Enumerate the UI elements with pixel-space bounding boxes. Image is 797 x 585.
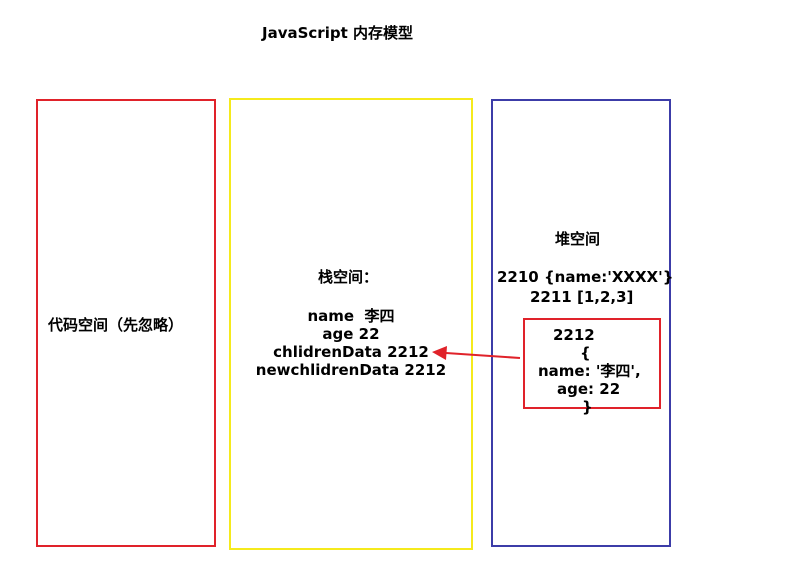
heap-entry-2211: 2211 [1,2,3] xyxy=(530,288,634,306)
heap-entry-2210: 2210 {name:'XXXX'} xyxy=(497,268,674,286)
heap-object-2212-box xyxy=(523,318,661,409)
stack-space-box xyxy=(229,98,473,550)
heap-object-name-prop: name: '李四', xyxy=(538,362,641,380)
stack-space-title: 栈空间： xyxy=(318,268,379,286)
diagram-title: JavaScript 内存模型 xyxy=(262,24,413,42)
stack-variable-newchlidrendata: newchlidrenData 2212 xyxy=(255,361,447,379)
heap-object-open-brace: { xyxy=(580,344,591,362)
stack-variable-age: age 22 xyxy=(322,325,380,343)
heap-space-box xyxy=(491,99,671,547)
stack-variable-chlidrendata: chlidrenData 2212 xyxy=(273,343,429,361)
heap-object-address: 2212 xyxy=(553,326,595,344)
stack-variable-list: name 李四 age 22 chlidrenData 2212 newchli… xyxy=(233,307,469,379)
heap-space-title: 堆空间 xyxy=(555,230,601,248)
heap-object-close-brace: } xyxy=(582,398,593,416)
heap-object-2212-content: 2212 { name: '李四', age: 22 } xyxy=(528,326,648,416)
code-space-box xyxy=(36,99,216,547)
stack-variable-name: name 李四 xyxy=(307,307,395,325)
code-space-label: 代码空间（先忽略） xyxy=(48,316,184,334)
heap-object-age-prop: age: 22 xyxy=(557,380,621,398)
